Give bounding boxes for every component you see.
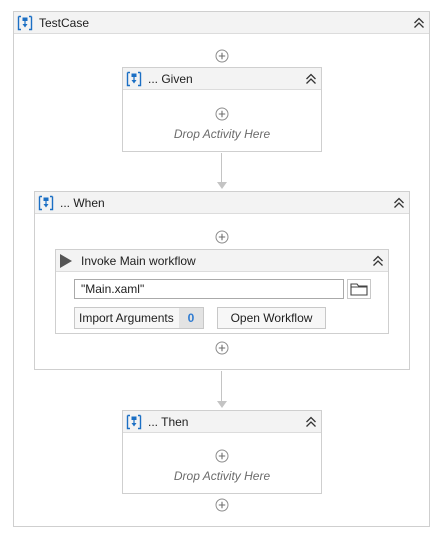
flow-arrow-icon bbox=[217, 182, 227, 189]
sequence-icon bbox=[17, 15, 33, 31]
sequence-icon bbox=[126, 71, 142, 87]
flow-connector bbox=[221, 153, 222, 183]
argument-count-badge: 0 bbox=[179, 308, 203, 328]
invoke-title: Invoke Main workflow bbox=[81, 254, 196, 268]
folder-icon bbox=[350, 283, 368, 296]
given-sequence[interactable]: ... Given Drop Activity Here bbox=[122, 67, 322, 152]
drop-activity-hint: Drop Activity Here bbox=[173, 469, 271, 483]
play-icon bbox=[60, 254, 72, 268]
plus-circle-icon[interactable] bbox=[215, 230, 229, 244]
when-sequence[interactable]: ... When Invoke Main workflow "Main.xaml… bbox=[34, 191, 410, 370]
then-header[interactable]: ... Then bbox=[123, 411, 321, 433]
then-sequence[interactable]: ... Then Drop Activity Here bbox=[122, 410, 322, 494]
when-header[interactable]: ... When bbox=[35, 192, 409, 214]
chevron-double-up-icon[interactable] bbox=[304, 415, 318, 429]
testcase-title: TestCase bbox=[39, 16, 90, 30]
plus-circle-icon[interactable] bbox=[215, 107, 229, 121]
given-header[interactable]: ... Given bbox=[123, 68, 321, 90]
import-arguments-button[interactable]: Import Arguments 0 bbox=[74, 307, 204, 329]
then-title: ... Then bbox=[148, 415, 189, 429]
plus-circle-icon[interactable] bbox=[215, 341, 229, 355]
testcase-header[interactable]: TestCase bbox=[14, 12, 429, 34]
workflow-file-input[interactable]: "Main.xaml" bbox=[74, 279, 344, 299]
drop-activity-hint: Drop Activity Here bbox=[173, 127, 271, 141]
browse-file-button[interactable] bbox=[347, 279, 371, 299]
sequence-icon bbox=[38, 195, 54, 211]
chevron-double-up-icon[interactable] bbox=[304, 72, 318, 86]
chevron-double-up-icon[interactable] bbox=[412, 16, 426, 30]
flow-arrow-icon bbox=[217, 401, 227, 408]
chevron-double-up-icon[interactable] bbox=[392, 196, 406, 210]
plus-circle-icon[interactable] bbox=[215, 49, 229, 63]
chevron-double-up-icon[interactable] bbox=[371, 254, 385, 268]
plus-circle-icon[interactable] bbox=[215, 449, 229, 463]
import-arguments-label: Import Arguments bbox=[79, 311, 174, 325]
plus-circle-icon[interactable] bbox=[215, 498, 229, 512]
open-workflow-button[interactable]: Open Workflow bbox=[217, 307, 326, 329]
flow-connector bbox=[221, 371, 222, 402]
sequence-icon bbox=[126, 414, 142, 430]
given-title: ... Given bbox=[148, 72, 193, 86]
invoke-header[interactable]: Invoke Main workflow bbox=[56, 250, 388, 272]
when-title: ... When bbox=[60, 196, 105, 210]
invoke-workflow-activity[interactable]: Invoke Main workflow "Main.xaml" Import … bbox=[55, 249, 389, 334]
